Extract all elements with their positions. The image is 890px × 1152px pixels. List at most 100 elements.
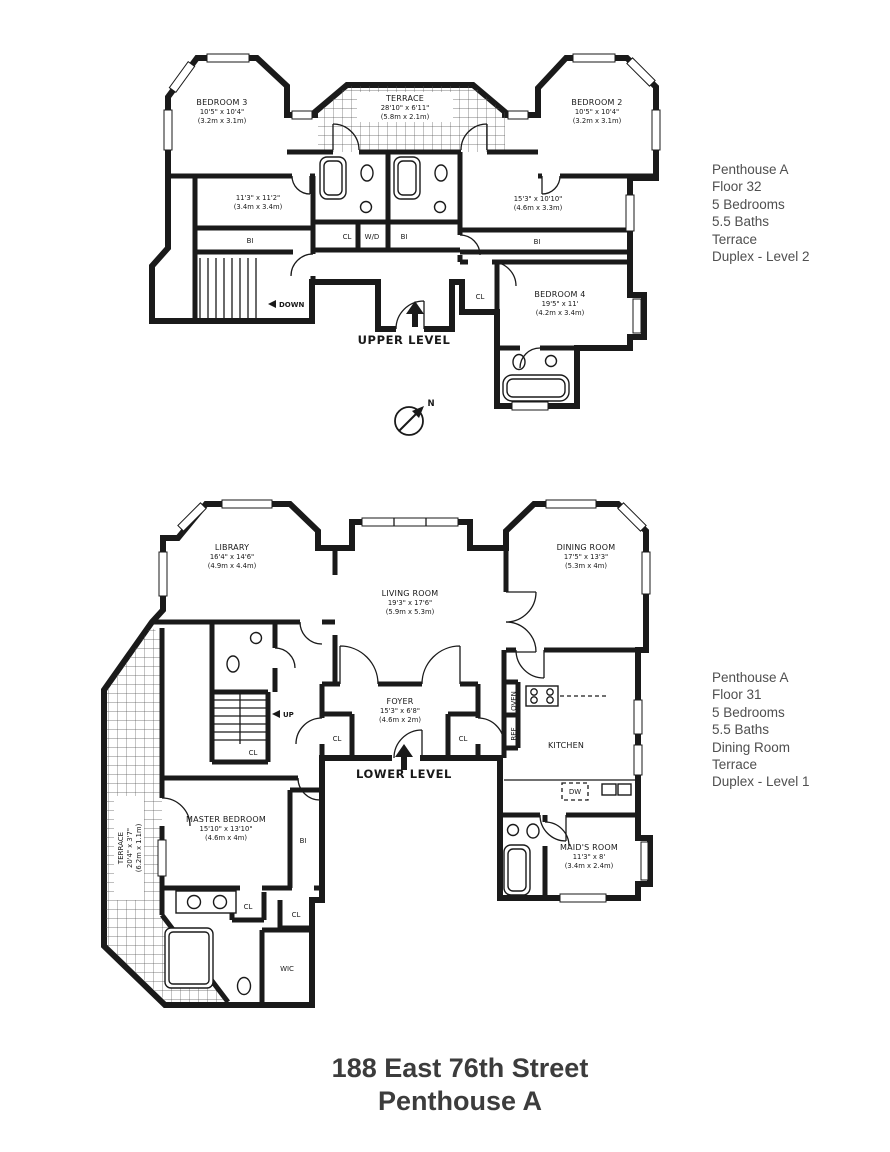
room-b-metric: (4.6m x 3.3m) [514, 204, 563, 212]
lower-level-label: LOWER LEVEL [356, 767, 452, 781]
closet-label-bi-right: BI [534, 238, 541, 246]
upper-bath-fixtures [319, 156, 570, 402]
listing-title-line2: Penthouse A [377, 1086, 543, 1116]
closet-label-cl-foyer-right: CL [459, 735, 468, 743]
lower-terrace-name: TERRACE [117, 832, 125, 865]
bathtub-icon [503, 844, 531, 896]
master-bedroom-metric: (4.6m x 4m) [205, 834, 247, 842]
down-arrow-icon [268, 300, 276, 308]
upper-terrace-metric: (5.8m x 2.1m) [381, 113, 430, 121]
maids-room-dims: 11'3" x 8' [573, 853, 606, 861]
vanity-icon [175, 890, 237, 914]
entry-arrow-icon [406, 301, 424, 327]
living-room-dims: 19'3" x 17'6" [388, 599, 432, 607]
upper-info-line: Duplex - Level 2 [712, 249, 810, 265]
bedroom4-name: BEDROOM 4 [534, 290, 585, 299]
bedroom2-name: BEDROOM 2 [571, 98, 622, 107]
stove-icon [525, 685, 559, 707]
maids-bath-fixtures [503, 823, 540, 896]
closet-label-cl-bedroom4: CL [476, 293, 485, 301]
compass-north-label: N [427, 399, 434, 409]
lower-windows [157, 499, 651, 903]
dw-label: DW [569, 788, 581, 796]
library-name: LIBRARY [215, 543, 249, 552]
closet-label-wd: W/D [365, 233, 380, 241]
lower-info-line: Terrace [712, 757, 758, 773]
closet-label-cl-hall-2: CL [292, 911, 301, 919]
sink-icon [359, 200, 373, 214]
upper-info-line: 5.5 Baths [712, 214, 770, 230]
upper-terrace-name: TERRACE [385, 94, 424, 103]
bedroom2-dims: 10'5" x 10'4" [575, 108, 619, 116]
upper-info-line: 5 Bedrooms [712, 196, 785, 212]
upper-level-label: UPPER LEVEL [358, 333, 451, 347]
closet-label-bi-left: BI [247, 237, 254, 245]
living-room-name: LIVING ROOM [382, 589, 439, 598]
toilet-icon [236, 976, 252, 996]
foyer-metric: (4.6m x 2m) [379, 716, 421, 724]
library-metric: (4.9m x 4.4m) [208, 562, 257, 570]
bedroom3-name: BEDROOM 3 [196, 98, 247, 107]
lower-plan-info: Penthouse A Floor 31 5 Bedrooms 5.5 Bath… [712, 669, 810, 791]
upper-door-arcs [290, 123, 561, 369]
foyer-dims: 15'3" x 6'8" [380, 707, 420, 715]
kitchen-fixtures [504, 685, 638, 801]
closet-label-bi-master: BI [300, 837, 307, 845]
listing-title: 188 East 76th Street Penthouse A [0, 1052, 890, 1118]
maids-room-name: MAID'S ROOM [560, 843, 618, 852]
lower-entry [392, 729, 423, 770]
lower-terrace-metric: (6.2m x 1.1m) [135, 823, 143, 872]
bathtub-icon [319, 156, 347, 200]
bedroom2-metric: (3.2m x 3.1m) [573, 117, 622, 125]
upper-info-line: Penthouse A [712, 162, 789, 177]
upper-floor-plan: N BEDROOM 3 10'5" x 10'4" (3.2m x 3.1m) … [149, 53, 661, 436]
dining-room-dims: 17'5" x 13'3" [564, 553, 608, 561]
lower-info-line: 5.5 Baths [712, 722, 770, 738]
listing-title-line1: 188 East 76th Street [331, 1053, 589, 1083]
closet-label-bi-center: BI [401, 233, 408, 241]
closet-label-cl-stairs: CL [249, 749, 258, 757]
toilet-icon [360, 164, 374, 182]
lower-info-line: Penthouse A [712, 670, 789, 685]
dining-room-metric: (5.3m x 4m) [565, 562, 607, 570]
sink-icon [506, 823, 520, 837]
dishwasher-icon [561, 782, 589, 801]
bedroom4-dims: 19'5" x 11' [542, 300, 579, 308]
living-room-metric: (5.9m x 5.3m) [386, 608, 435, 616]
library-dims: 16'4" x 14'6" [210, 553, 254, 561]
master-bedroom-dims: 15'10" x 13'10" [200, 825, 253, 833]
bedroom3-dims: 10'5" x 10'4" [200, 108, 244, 116]
closet-label-cl-center: CL [343, 233, 352, 241]
lower-floor-plan: LIBRARY 16'4" x 14'6" (4.9m x 4.4m) LIVI… [101, 499, 653, 1008]
master-bath-fixtures [164, 890, 252, 996]
lower-info-line: 5 Bedrooms [712, 704, 785, 720]
upper-windows [163, 53, 661, 411]
powder-room-fixtures [226, 631, 263, 673]
closet-label-cl-foyer-left: CL [333, 735, 342, 743]
master-bedroom-name: MASTER BEDROOM [186, 815, 266, 824]
lower-info-line: Dining Room [712, 739, 791, 755]
room-a-dims: 11'3" x 11'2" [236, 194, 280, 202]
upper-terrace-area [318, 86, 505, 152]
lower-info-line: Floor 31 [712, 687, 762, 703]
bedroom4-metric: (4.2m x 3.4m) [536, 309, 585, 317]
up-label: UP [283, 711, 294, 719]
sink-icon [249, 631, 263, 645]
bathtub-icon [164, 927, 214, 989]
oven-label: OVEN [510, 691, 518, 711]
kitchen-sink-icon [601, 783, 632, 796]
lower-terrace-dims: 20'4" x 3'7" [126, 828, 134, 868]
upper-terrace-dims: 28'10" x 6'11" [381, 104, 430, 112]
ref-label: REF [510, 727, 518, 740]
entry-arrow-icon [395, 744, 413, 770]
upper-plan-info: Penthouse A Floor 32 5 Bedrooms 5.5 Bath… [712, 161, 810, 265]
lower-info-line: Duplex - Level 1 [712, 774, 810, 790]
bathtub-icon [502, 374, 570, 402]
sink-icon [433, 200, 447, 214]
upper-info-line: Terrace [712, 231, 758, 247]
lower-door-arcs [161, 591, 570, 847]
closet-label-cl-hall-1: CL [244, 903, 253, 911]
kitchen-name: KITCHEN [548, 741, 584, 750]
toilet-icon [526, 823, 540, 839]
foyer-name: FOYER [387, 697, 414, 706]
